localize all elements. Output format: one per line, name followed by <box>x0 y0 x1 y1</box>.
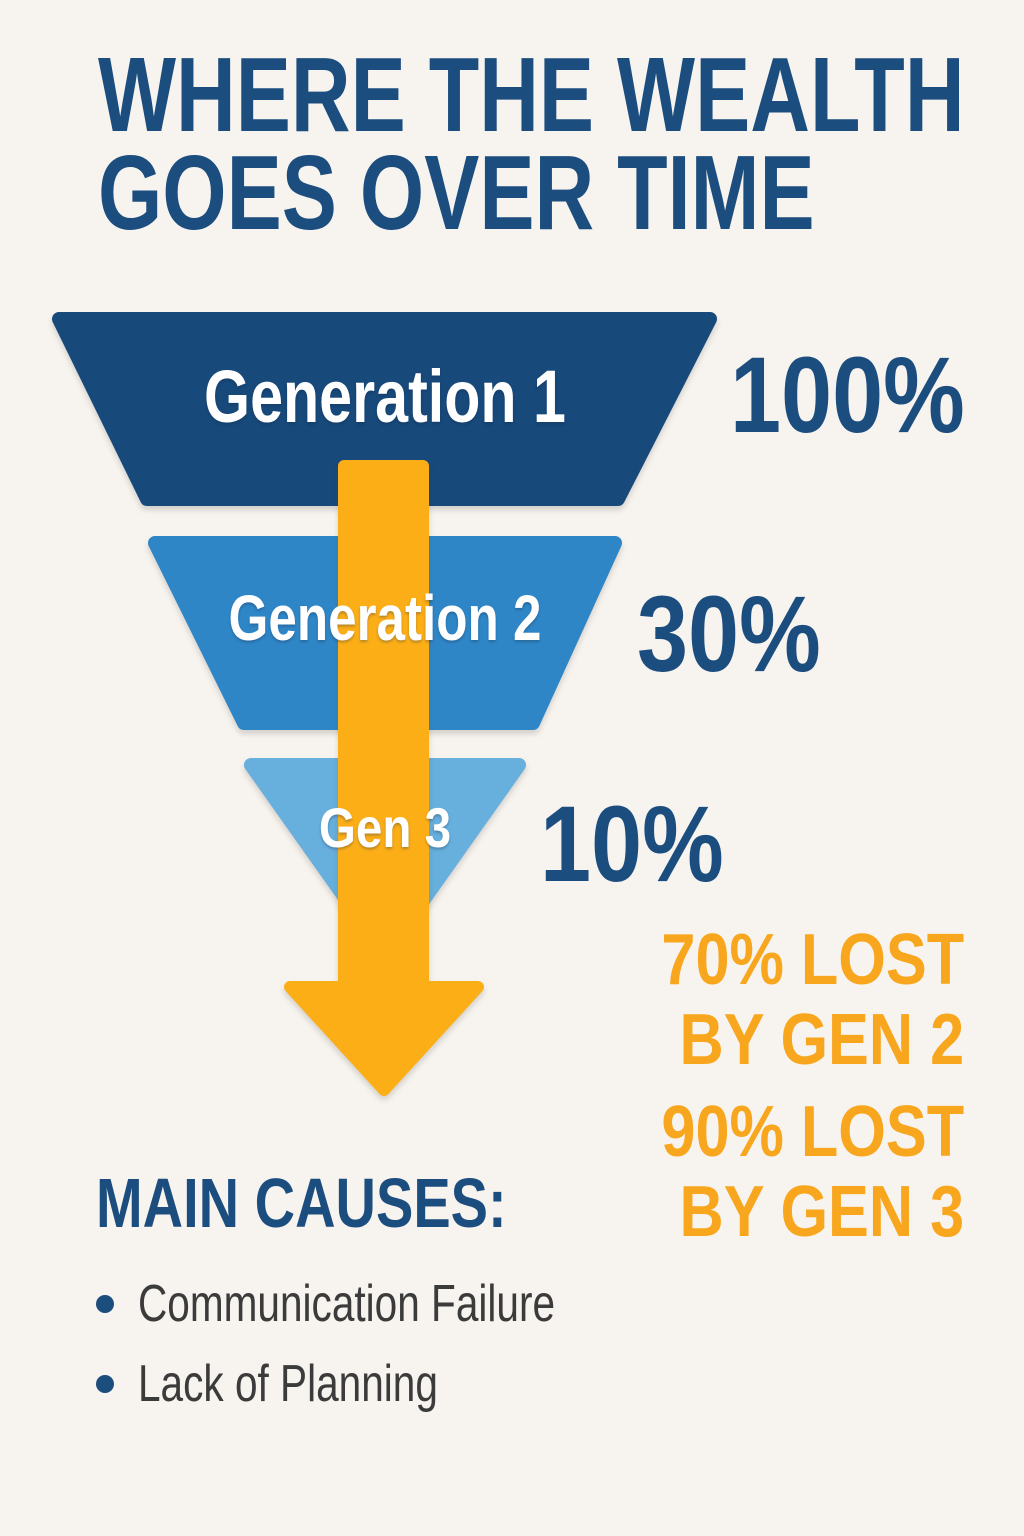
loss-note-gen3-line-2: BY GEN 3 <box>679 1172 964 1252</box>
down-arrow-icon <box>284 460 484 1096</box>
funnel-tier-2-value: 30% <box>637 573 821 694</box>
funnel-tier-1-label: Generation 1 <box>204 355 566 438</box>
funnel-tier-1-shape <box>52 312 717 506</box>
loss-note-gen3-line-1: 90% LOST <box>661 1092 964 1172</box>
page-title: WHERE THE WEALTH GOES OVER TIME <box>98 36 965 252</box>
loss-note-gen2-line-2: BY GEN 2 <box>679 1000 964 1080</box>
cause-item-label: Lack of Planning <box>138 1355 438 1413</box>
funnel-tier-3-value: 10% <box>540 783 724 904</box>
main-causes-section: MAIN CAUSES: Communication Failure Lack … <box>96 1168 673 1438</box>
cause-item-label: Communication Failure <box>138 1275 556 1333</box>
funnel-tier-2-label: Generation 2 <box>228 582 542 654</box>
cause-list-item: Lack of Planning <box>96 1358 673 1410</box>
funnel-tier-3-label: Gen 3 <box>318 796 452 859</box>
cause-list-item: Communication Failure <box>96 1278 673 1330</box>
bullet-dot-icon <box>96 1375 114 1393</box>
loss-note-gen3: 90% LOST BY GEN 3 <box>661 1092 964 1252</box>
loss-note-gen2: 70% LOST BY GEN 2 <box>661 920 964 1080</box>
cause-list: Communication Failure Lack of Planning <box>96 1278 673 1410</box>
page-title-line-2: GOES OVER TIME <box>98 134 815 252</box>
loss-notes: 70% LOST BY GEN 2 90% LOST BY GEN 3 <box>661 920 964 1252</box>
page-title-line-1: WHERE THE WEALTH <box>98 36 965 154</box>
bullet-dot-icon <box>96 1295 114 1313</box>
main-causes-heading: MAIN CAUSES: <box>96 1164 507 1242</box>
loss-note-gen2-line-1: 70% LOST <box>661 920 964 1000</box>
funnel-tier-1-value: 100% <box>730 334 965 455</box>
